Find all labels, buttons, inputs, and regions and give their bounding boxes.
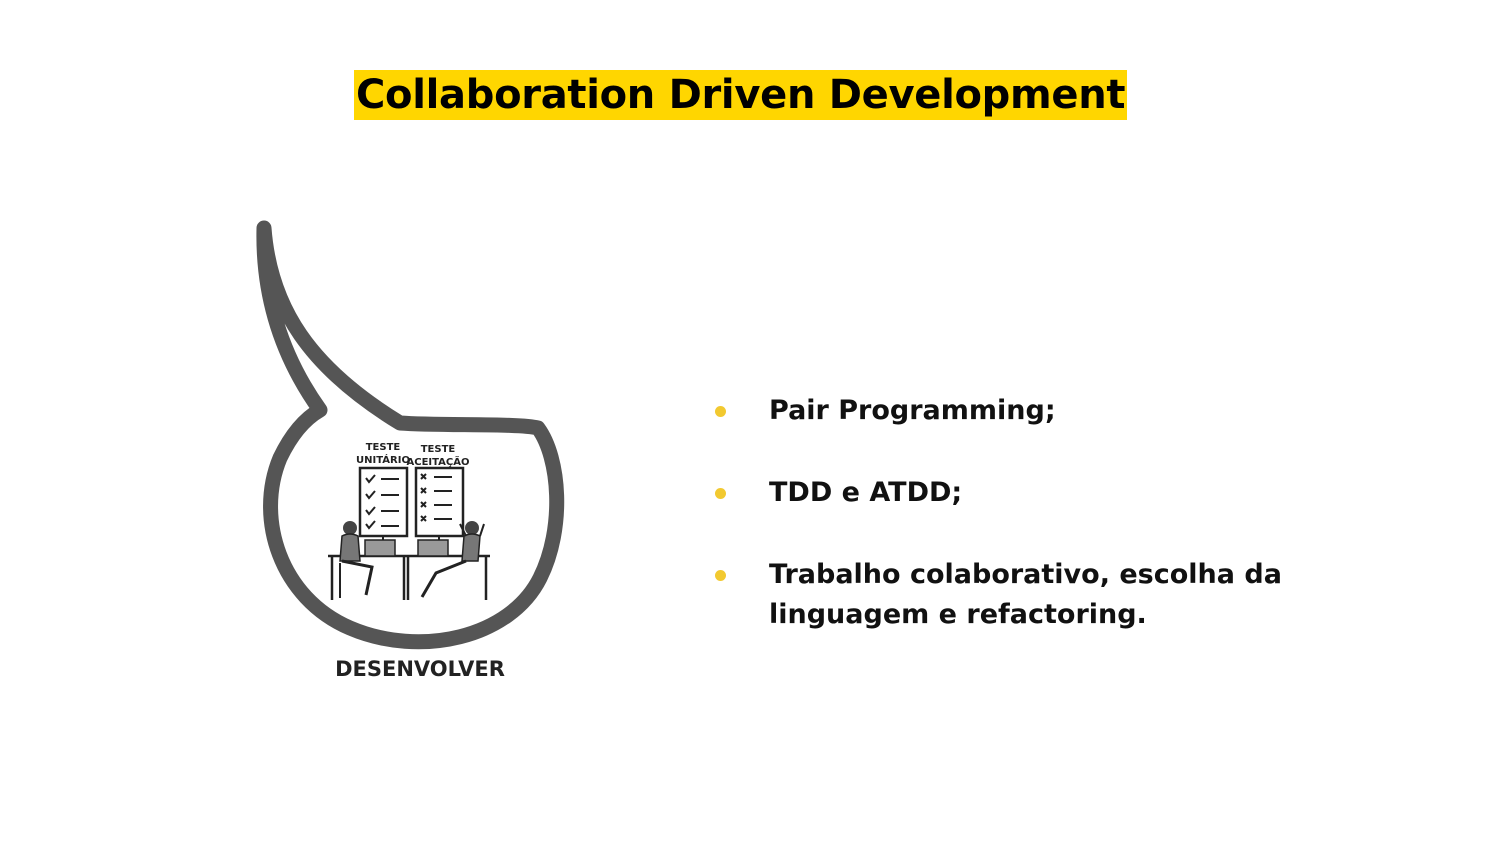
- developer-right: [420, 521, 485, 598]
- unit-test-board: TESTE UNITÁRIO: [356, 442, 410, 548]
- board-right-title-2: ACEITAÇÃO: [407, 455, 470, 468]
- bullet-text: Trabalho colaborativo, escolha da lingua…: [769, 559, 1282, 630]
- bullet-list: Pair Programming; TDD e ATDD; Trabalho c…: [712, 391, 1352, 677]
- speech-bubble-developers-icon: TESTE UNITÁRIO TESTE ACEITAÇÃO DESENV: [256, 220, 565, 681]
- board-left-title-1: TESTE: [366, 442, 401, 453]
- acceptance-test-board: TESTE ACEITAÇÃO: [407, 444, 470, 548]
- list-item: Pair Programming;: [712, 391, 1352, 431]
- developer-left: [339, 521, 374, 598]
- bullet-text: TDD e ATDD;: [769, 477, 963, 508]
- bullet-dot: [715, 406, 726, 417]
- slide-title: Collaboration Driven Development: [354, 70, 1128, 120]
- bullet-text: Pair Programming;: [769, 395, 1056, 426]
- speech-bubble-outline: [256, 220, 565, 650]
- bullet-dot: [715, 570, 726, 581]
- desks: [328, 539, 490, 600]
- list-item: TDD e ATDD;: [712, 473, 1352, 513]
- bullet-dot: [715, 488, 726, 499]
- illustration-caption: DESENVOLVER: [335, 657, 505, 681]
- board-right-title-1: TESTE: [421, 444, 456, 455]
- board-left-title-2: UNITÁRIO: [356, 453, 410, 466]
- list-item: Trabalho colaborativo, escolha da lingua…: [712, 555, 1352, 635]
